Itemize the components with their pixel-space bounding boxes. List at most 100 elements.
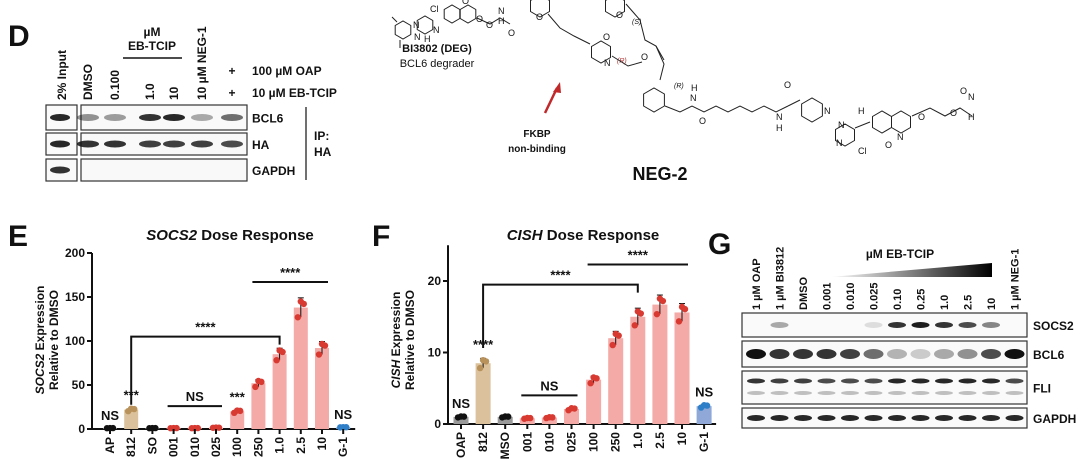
data-point bbox=[637, 310, 644, 317]
g-band bbox=[911, 322, 930, 328]
d-ip-blot-box bbox=[80, 158, 248, 182]
chiral-bond bbox=[655, 45, 665, 81]
x-tick-label: 1.0 bbox=[273, 437, 287, 454]
atom-label: N bbox=[836, 138, 843, 148]
x-tick-label: 025 bbox=[209, 437, 223, 457]
atom-label: N bbox=[604, 58, 611, 68]
stereo-r-1: (R) bbox=[617, 58, 627, 65]
data-point bbox=[279, 348, 286, 356]
g-band bbox=[1004, 349, 1025, 359]
g-band bbox=[935, 322, 953, 328]
d-group-header-name: EB-TCIP bbox=[128, 39, 176, 53]
significance-label: **** bbox=[628, 248, 649, 263]
g-lane-label: 1 µM BI3812 bbox=[775, 247, 787, 310]
g-band bbox=[958, 391, 977, 395]
g-band bbox=[888, 415, 906, 421]
g-band bbox=[888, 391, 906, 395]
x-tick-label: 812 bbox=[124, 437, 138, 457]
atom-label: O bbox=[784, 80, 791, 90]
atom-label: N bbox=[433, 25, 440, 35]
bar bbox=[315, 348, 329, 429]
d-band bbox=[77, 140, 99, 148]
panel-letter-g: G bbox=[708, 228, 731, 261]
atom-label: O bbox=[616, 10, 623, 20]
d-lane-label: 1.0 bbox=[143, 83, 157, 100]
bar bbox=[475, 363, 491, 424]
pyridinone-ring bbox=[891, 110, 911, 134]
g-band bbox=[770, 378, 789, 384]
d-input-band bbox=[50, 140, 70, 148]
amine-bond bbox=[854, 121, 871, 129]
linker-bond bbox=[547, 13, 591, 45]
g-band bbox=[1005, 378, 1024, 384]
amide-bond bbox=[787, 99, 801, 107]
y-tick-label: 10 bbox=[428, 346, 442, 360]
g-lane-label: 1 µM OAP bbox=[751, 258, 763, 310]
g-band bbox=[816, 349, 837, 359]
y-tick-label: 0 bbox=[434, 417, 441, 431]
x-tick-label: 100 bbox=[230, 437, 244, 457]
g-gradient-label: µM EB-TCIP bbox=[866, 247, 934, 261]
g-band bbox=[746, 349, 766, 359]
g-band bbox=[769, 349, 790, 359]
atom-label: O bbox=[960, 86, 967, 96]
atom-label: O bbox=[885, 140, 892, 150]
g-blot-box bbox=[741, 312, 1028, 338]
data-point bbox=[321, 342, 329, 349]
significance-bracket bbox=[482, 283, 639, 349]
data-point bbox=[300, 300, 307, 308]
side-chain bbox=[911, 107, 973, 117]
atom-label: O bbox=[603, 32, 610, 42]
panel-letter-d: D bbox=[8, 20, 30, 53]
significance-label: NS bbox=[452, 396, 470, 411]
data-point bbox=[631, 322, 638, 329]
data-point bbox=[609, 341, 616, 349]
d-treatment-label-2: 10 µM EB-TCIP bbox=[252, 86, 337, 100]
d-band bbox=[163, 140, 185, 148]
y-tick-label: 0 bbox=[78, 422, 85, 436]
data-point bbox=[615, 332, 622, 339]
atom-label: O bbox=[476, 14, 483, 24]
data-point bbox=[258, 378, 265, 386]
data-point bbox=[593, 375, 600, 382]
g-row-label: GAPDH bbox=[1033, 412, 1076, 426]
y-tick-label: 50 bbox=[72, 378, 86, 392]
piperidine-ring bbox=[394, 20, 412, 40]
stereo-s: (S) bbox=[632, 19, 641, 26]
atom-label: H bbox=[968, 112, 975, 122]
methyl-bond bbox=[391, 16, 398, 23]
fkbp-annotation-1: FKBP bbox=[523, 129, 551, 140]
d-row-label: BCL6 bbox=[252, 112, 284, 126]
g-band bbox=[935, 391, 953, 395]
chemical-structures: BI3802 (DEG) BCL6 degrader FKBP non-bind… bbox=[391, 0, 975, 184]
g-band bbox=[840, 349, 860, 359]
d-band bbox=[221, 114, 243, 121]
ip-target: HA bbox=[314, 145, 332, 159]
g-lane-label: 0.010 bbox=[845, 282, 857, 310]
red-arrowhead-icon bbox=[553, 82, 561, 93]
atom-label: N bbox=[776, 112, 783, 122]
g-band bbox=[911, 415, 930, 421]
atom-label: N bbox=[498, 6, 505, 16]
data-point bbox=[505, 413, 512, 420]
panel-letter-e: E bbox=[8, 220, 28, 253]
x-tick-label: 001 bbox=[167, 437, 181, 457]
g-band bbox=[864, 391, 883, 395]
bar bbox=[293, 307, 308, 429]
d-row-label: HA bbox=[252, 138, 270, 152]
bi3802-description: BCL6 degrader bbox=[400, 58, 475, 70]
atom-label: O bbox=[486, 20, 493, 30]
data-point bbox=[653, 310, 661, 318]
d-band bbox=[191, 114, 213, 121]
y-tick-label: 100 bbox=[65, 334, 85, 348]
significance-label: **** bbox=[550, 268, 571, 283]
propyl-chain bbox=[625, 3, 665, 61]
pyrimidine-ring bbox=[835, 123, 855, 147]
g-row-label: FLI bbox=[1033, 382, 1051, 396]
panel-letter-f: F bbox=[372, 220, 390, 253]
g-band bbox=[958, 322, 977, 328]
g-band bbox=[1005, 391, 1024, 395]
